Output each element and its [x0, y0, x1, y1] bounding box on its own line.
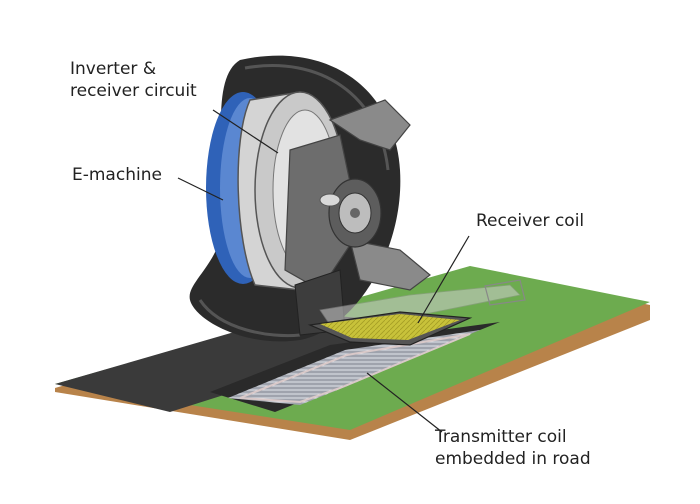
leader-emachine [177, 177, 224, 201]
leader-inverter [212, 109, 279, 154]
transmitter-coil [228, 330, 480, 405]
leader-transmitter-coil [366, 372, 443, 433]
label-transmitter-coil: Transmitter coil embedded in road [435, 426, 591, 470]
label-inverter-receiver-circuit: Inverter & receiver circuit [70, 58, 197, 102]
label-inverter-line1: Inverter & [70, 59, 157, 79]
label-transmitter-line1: Transmitter coil [435, 427, 567, 447]
leader-lines [177, 109, 470, 433]
label-receiver-coil: Receiver coil [476, 211, 585, 231]
receiver-assembly [294, 269, 526, 336]
wheel-hub [319, 178, 382, 248]
leader-receiver-coil [417, 235, 470, 324]
suspension-bracket [284, 99, 431, 291]
label-inverter-line2: receiver circuit [70, 81, 197, 101]
label-e-machine: E-machine [72, 165, 162, 185]
label-transmitter-line2: embedded in road [435, 449, 591, 469]
receiver-coil [307, 311, 473, 346]
